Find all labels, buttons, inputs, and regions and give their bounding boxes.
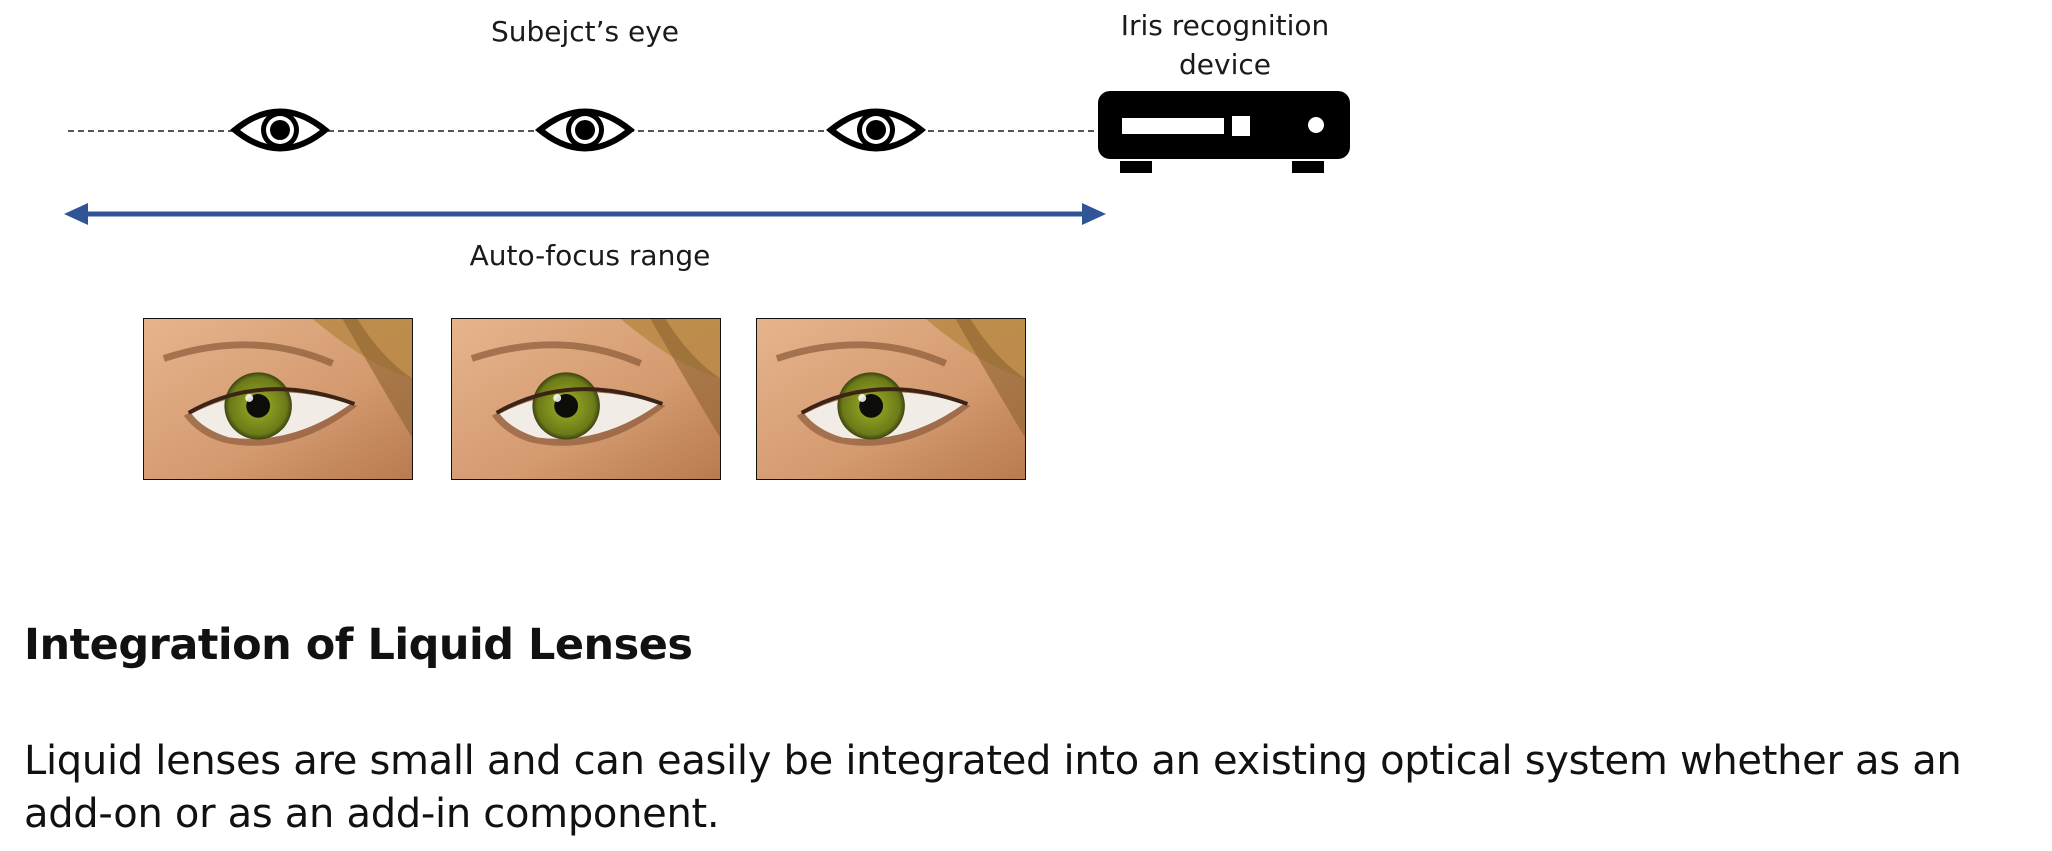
device-label-line1: Iris recognition [1120,9,1330,42]
section-heading: Integration of Liquid Lenses [24,620,693,670]
eye-photo [756,318,1026,480]
iris-scanner-device-icon [1098,91,1350,173]
auto-focus-range-label: Auto-focus range [469,239,711,272]
auto-focus-range-arrow [64,202,1106,226]
device-label-line2: device [1179,48,1271,81]
eye-photo [451,318,721,480]
eye-icon [533,99,637,161]
eye-icon [824,99,928,161]
subject-eye-label: Subejct’s eye [490,15,680,48]
eye-photo [143,318,413,480]
section-body-text: Liquid lenses are small and can easily b… [24,738,1962,837]
device-label: Iris recognition device [1080,6,1370,84]
eye-icon [228,99,332,161]
